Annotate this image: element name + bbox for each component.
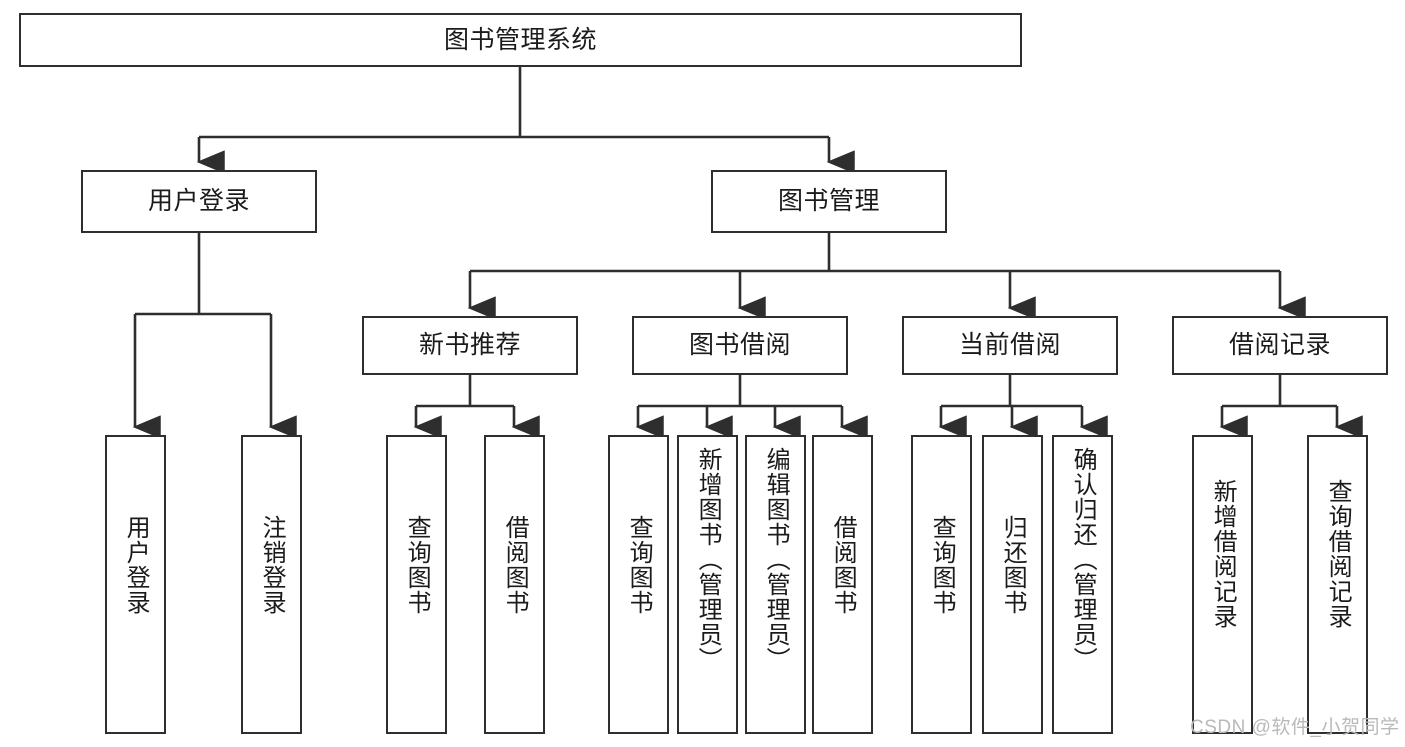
leaf-add-record-label: 新增借阅记录 <box>1209 479 1237 629</box>
node-new-book-recommend-label: 新书推荐 <box>418 331 521 360</box>
leaf-edit-book-label: 编辑图书（管理员） <box>762 447 790 672</box>
leaf-user-logout-label: 注销登录 <box>258 515 286 615</box>
node-borrow-record-label: 借阅记录 <box>1228 331 1331 360</box>
leaf-add-record[interactable]: 新增借阅记录 <box>1192 435 1253 734</box>
node-current-borrow-label: 当前借阅 <box>958 331 1061 360</box>
leaf-return-book[interactable]: 归还图书 <box>982 435 1043 734</box>
leaf-return-book-label: 归还图书 <box>999 515 1027 615</box>
node-borrow-record[interactable]: 借阅记录 <box>1172 316 1388 375</box>
node-root[interactable]: 图书管理系统 <box>19 13 1022 67</box>
leaf-query-book-2-label: 查询图书 <box>625 515 653 615</box>
leaf-borrow-book-2[interactable]: 借阅图书 <box>812 435 873 734</box>
leaf-user-login-label: 用户登录 <box>122 515 150 615</box>
leaf-user-logout[interactable]: 注销登录 <box>241 435 302 734</box>
leaf-confirm-return-label: 确认归还（管理员） <box>1069 447 1097 672</box>
leaf-edit-book[interactable]: 编辑图书（管理员） <box>745 435 806 734</box>
node-book-manage[interactable]: 图书管理 <box>711 170 947 233</box>
leaf-query-book-3[interactable]: 查询图书 <box>911 435 972 734</box>
leaf-user-login[interactable]: 用户登录 <box>105 435 166 734</box>
node-user-login[interactable]: 用户登录 <box>81 170 317 233</box>
leaf-query-book-2[interactable]: 查询图书 <box>608 435 669 734</box>
watermark: CSDN @软件_小贺同学 <box>1190 717 1400 738</box>
node-new-book-recommend[interactable]: 新书推荐 <box>362 316 578 375</box>
leaf-borrow-book-1[interactable]: 借阅图书 <box>484 435 545 734</box>
node-book-borrow-label: 图书借阅 <box>688 331 791 360</box>
node-book-borrow[interactable]: 图书借阅 <box>632 316 848 375</box>
node-book-manage-label: 图书管理 <box>777 187 880 216</box>
leaf-query-record-label: 查询借阅记录 <box>1324 479 1352 629</box>
leaf-borrow-book-1-label: 借阅图书 <box>501 515 529 615</box>
leaf-add-book[interactable]: 新增图书（管理员） <box>677 435 738 734</box>
node-current-borrow[interactable]: 当前借阅 <box>902 316 1118 375</box>
leaf-borrow-book-2-label: 借阅图书 <box>829 515 857 615</box>
leaf-query-book-3-label: 查询图书 <box>928 515 956 615</box>
leaf-confirm-return[interactable]: 确认归还（管理员） <box>1052 435 1113 734</box>
leaf-query-book-1-label: 查询图书 <box>403 515 431 615</box>
leaf-query-record[interactable]: 查询借阅记录 <box>1307 435 1368 734</box>
leaf-add-book-label: 新增图书（管理员） <box>694 447 722 672</box>
node-user-login-label: 用户登录 <box>147 187 250 216</box>
leaf-query-book-1[interactable]: 查询图书 <box>386 435 447 734</box>
node-root-label: 图书管理系统 <box>443 25 597 54</box>
